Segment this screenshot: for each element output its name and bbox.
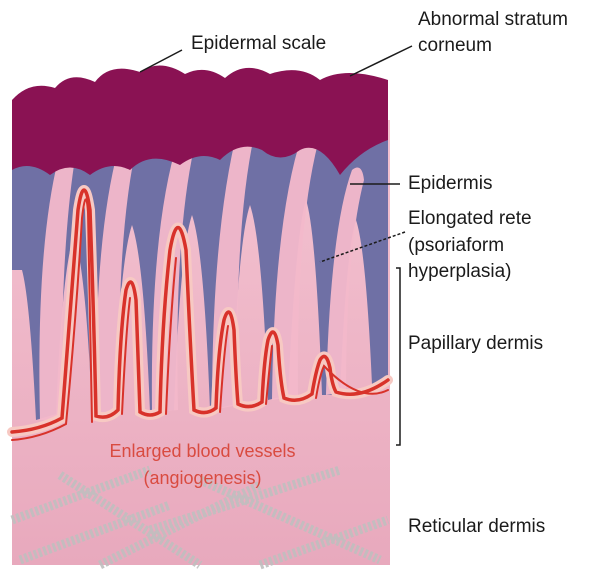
blood-vessels-label-line2: (angiogenesis) [80,467,325,490]
stratum-corneum-label-line1: Abnormal stratum [418,8,568,32]
papillary-dermis-label: Papillary dermis [408,332,543,356]
rete-label-line3: hyperplasia) [408,260,512,284]
reticular-dermis-label: Reticular dermis [408,515,545,539]
blood-vessels-label-line1: Enlarged blood vessels [80,440,325,463]
epidermal-scale-label: Epidermal scale [191,32,326,56]
epidermis-label: Epidermis [408,172,492,196]
stratum-corneum-label-line2: corneum [418,34,492,58]
rete-label-line1: Elongated rete [408,207,532,231]
rete-label-line2: (psoriaform [408,234,504,258]
